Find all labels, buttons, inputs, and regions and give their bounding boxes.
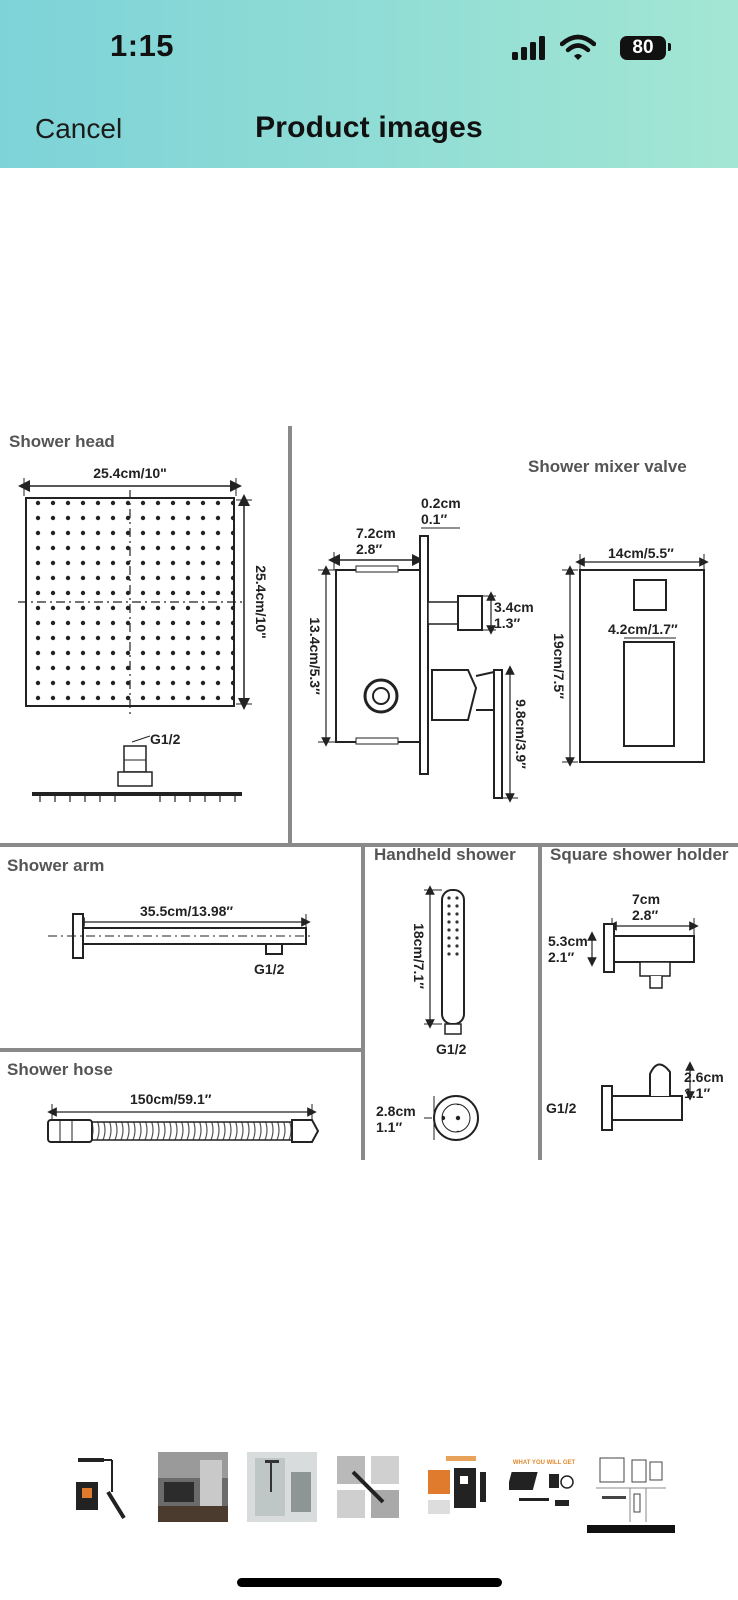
valve-outlet-cm: 3.4cm: [494, 599, 534, 615]
thumb-spray-modes[interactable]: [333, 1452, 403, 1522]
thumb-product-set[interactable]: [68, 1452, 138, 1522]
head-height-dim: 25.4cm/10": [253, 565, 269, 639]
battery-icon: 80: [620, 36, 666, 60]
holder-h-in: 2.1″: [548, 949, 574, 965]
valve-handle-base: [431, 669, 478, 721]
handheld-shower-section: Handheld shower 18cm/7.1″ G1/2 2.8cm 1.1…: [374, 845, 516, 1141]
hand-dia-in: 1.1″: [376, 1119, 402, 1135]
thumb-what-you-will-get[interactable]: WHAT YOU WILL GET: [509, 1452, 579, 1522]
status-icons: 80: [512, 34, 680, 64]
hose-body: [91, 1121, 293, 1141]
head-width-dim: 25.4cm/10": [93, 465, 167, 481]
square-holder-label: Square shower holder: [550, 845, 729, 864]
square-holder-section: Square shower holder 7cm 2.8″ 5.3cm 2.1″…: [546, 845, 729, 1131]
mixer-valve-label: Shower mixer valve: [528, 457, 687, 476]
signal-icon: [512, 36, 545, 60]
valve-outlet-in: 1.3″: [494, 615, 520, 631]
nav-header: 1:15 80 Cancel Product images: [0, 0, 738, 168]
mixer-valve-section: Shower mixer valve 0.2cm 0.1″ 7.2cm 2.8″…: [307, 457, 709, 803]
arm-thread-dim: G1/2: [254, 961, 285, 977]
valve-plate-thk-cm: 0.2cm: [421, 495, 461, 511]
dimension-diagram: Shower head 25.4cm/10" 25.4cm/10" G1/2 S…: [0, 426, 738, 1160]
hand-dia-cm: 2.8cm: [376, 1103, 416, 1119]
holder-h-cm: 5.3cm: [548, 933, 588, 949]
thumb-bathroom-scene[interactable]: [158, 1452, 228, 1522]
wifi-icon: [560, 34, 596, 60]
valve-handle-dim: 9.8cm/3.9″: [513, 699, 529, 769]
valve-height-dim: 13.4cm/5.3″: [307, 617, 323, 695]
battery-nub: [668, 43, 671, 51]
plate-slot-dim: 4.2cm/1.7″: [608, 621, 678, 637]
thumbnail-strip: WHAT YOU WILL GET: [0, 1452, 738, 1533]
hand-length-dim: 18cm/7.1″: [411, 923, 427, 989]
head-thread-dim: G1/2: [150, 731, 181, 747]
valve-body: [335, 569, 421, 743]
hand-thread-dim: G1/2: [436, 1041, 467, 1057]
holder-body: [613, 935, 695, 963]
section-dividers: [0, 426, 738, 1160]
page-title: Product images: [255, 111, 483, 144]
hose-length-dim: 150cm/59.1″: [130, 1091, 212, 1107]
thumb-shower-room[interactable]: [247, 1452, 317, 1522]
holder-w-in: 2.8″: [632, 907, 658, 923]
thumb-dimensions[interactable]: [596, 1452, 666, 1522]
arm-length-dim: 35.5cm/13.98″: [140, 903, 233, 919]
holder-d-in: 1.1″: [684, 1085, 710, 1101]
handheld-shower-label: Handheld shower: [374, 845, 516, 864]
shower-hose-section: Shower hose 150cm/59.1″: [7, 1060, 320, 1143]
plate-width-dim: 14cm/5.5″: [608, 545, 674, 561]
selected-thumb-indicator: [587, 1525, 675, 1533]
status-time: 1:15: [110, 28, 175, 63]
shower-hose-label: Shower hose: [7, 1060, 113, 1079]
thumb-features[interactable]: [422, 1452, 492, 1522]
cancel-button[interactable]: Cancel: [35, 113, 123, 144]
valve-depth-cm: 7.2cm: [356, 525, 396, 541]
handheld-body: [441, 889, 465, 1025]
shower-arm-label: Shower arm: [7, 856, 104, 875]
plate-height-dim: 19cm/7.5″: [551, 633, 567, 699]
holder-d-cm: 2.6cm: [684, 1069, 724, 1085]
valve-lever: [493, 669, 503, 799]
holder-w-cm: 7cm: [632, 891, 660, 907]
shower-head-label: Shower head: [9, 432, 115, 451]
home-indicator[interactable]: [237, 1578, 502, 1587]
shower-arm-section: Shower arm 35.5cm/13.98″ G1/2: [7, 856, 311, 977]
valve-plate-thk-in: 0.1″: [421, 511, 447, 527]
thumb-caption: WHAT YOU WILL GET: [513, 1460, 576, 1466]
shower-head-section: Shower head 25.4cm/10" 25.4cm/10" G1/2: [9, 432, 269, 802]
holder-thread-dim: G1/2: [546, 1100, 577, 1116]
valve-wall-plate: [419, 535, 429, 775]
valve-depth-in: 2.8″: [356, 541, 382, 557]
